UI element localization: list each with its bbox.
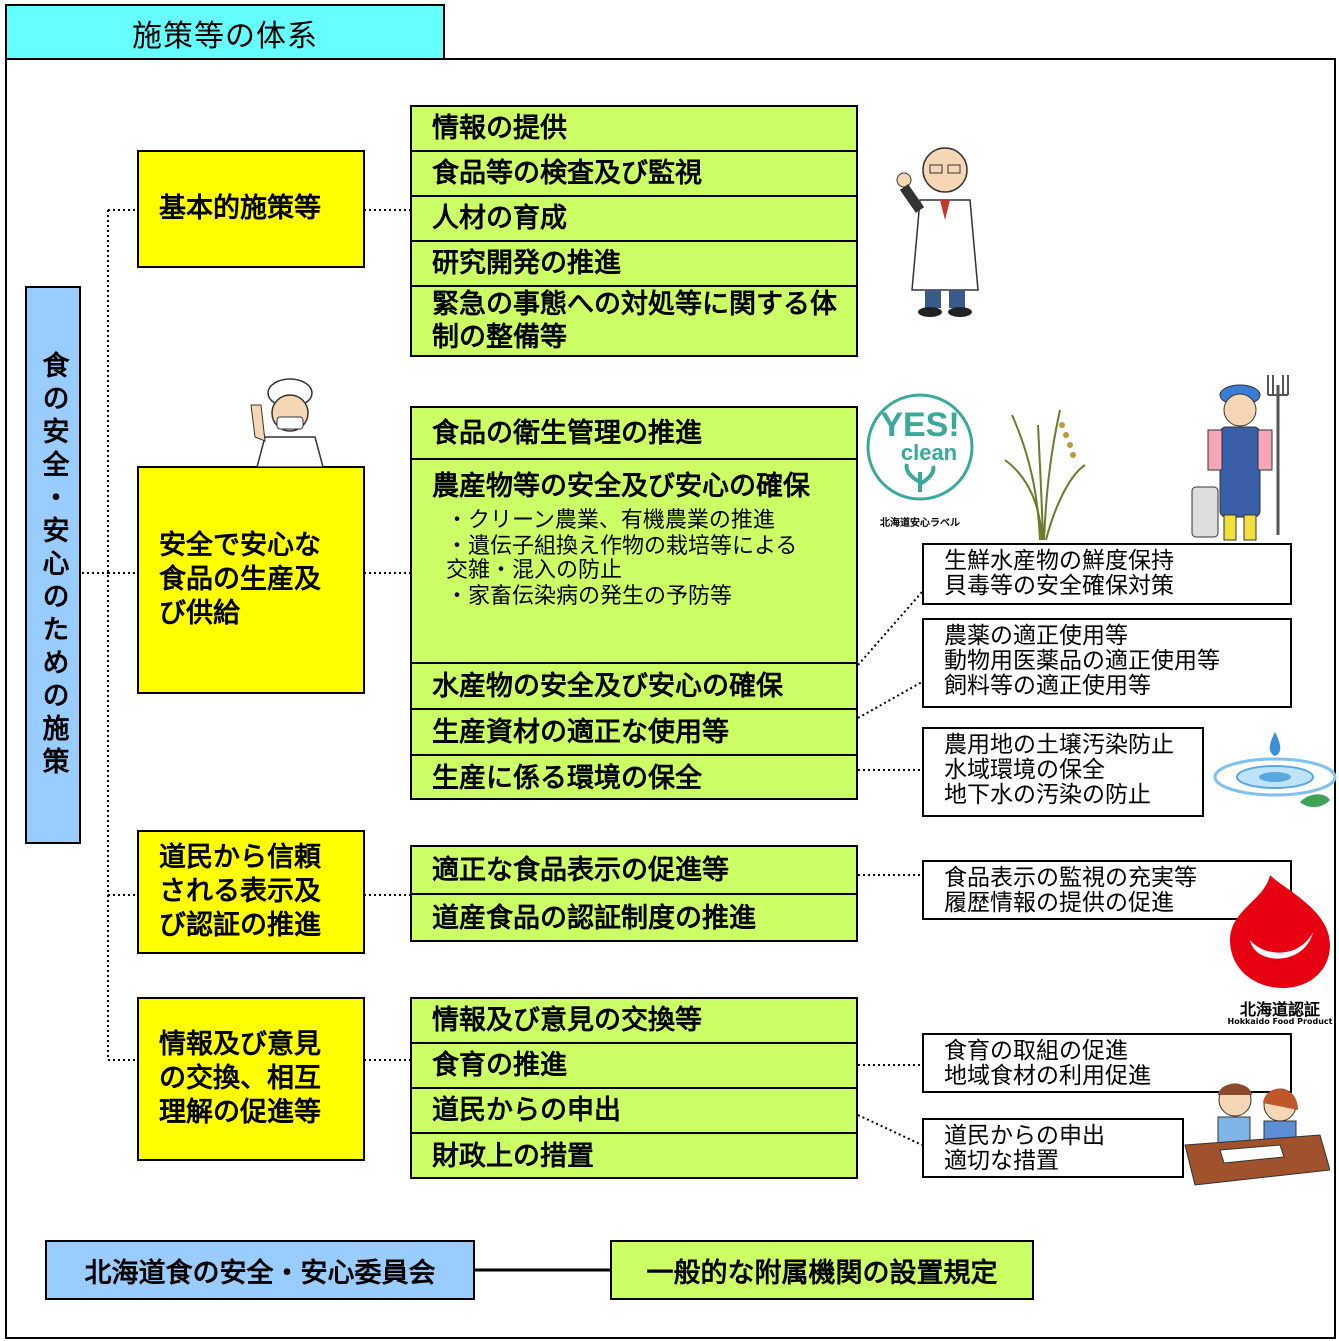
students-illustration-icon bbox=[1184, 1083, 1330, 1186]
detail-petition: 道民からの申出 適切な措置 bbox=[922, 1118, 1184, 1178]
category-label: 基本的施策等 bbox=[159, 193, 321, 224]
detail-marine: 生鮮水産物の鮮度保持 貝毒等の安全確保対策 bbox=[922, 543, 1292, 605]
item: 食育の推進 bbox=[412, 1044, 856, 1089]
detail-labeling: 食品表示の監視の充実等 履歴情報の提供の促進 bbox=[922, 860, 1292, 920]
sub-item: ・遺伝子組換え作物の栽培等による交雑・混入の防止 bbox=[446, 534, 798, 583]
item: 生産に係る環境の保全 bbox=[432, 762, 702, 794]
yes-clean-logo: YES! clean 北海道安心ラベル bbox=[865, 392, 975, 532]
detail-line: 水域環境の保全 bbox=[944, 757, 1105, 783]
detail-line: 農薬の適正使用等 bbox=[944, 623, 1128, 649]
category-label: 道民から信頼される表示及び認証の推進 bbox=[159, 842, 321, 941]
category-labeling: 道民から信頼される表示及び認証の推進 bbox=[137, 830, 365, 954]
detail-line: 飼料等の適正使用等 bbox=[944, 673, 1151, 699]
detail-materials: 農薬の適正使用等 動物用医薬品の適正使用等 飼料等の適正使用等 bbox=[922, 618, 1292, 708]
item: 水産物の安全及び安心の確保 bbox=[412, 664, 856, 710]
item: 研究開発の推進 bbox=[412, 242, 856, 287]
food-worker-illustration-icon bbox=[250, 378, 324, 467]
item: 道産食品の認証制度の推進 bbox=[432, 903, 756, 934]
detail-line: 貝毒等の安全確保対策 bbox=[944, 573, 1174, 599]
category-safe-production: 安全で安心な食品の生産及び供給 bbox=[137, 466, 365, 694]
detail-line: 道民からの申出 bbox=[944, 1123, 1105, 1149]
detail-line: 履歴情報の提供の促進 bbox=[944, 890, 1174, 916]
rice-plant-icon bbox=[1004, 409, 1086, 540]
doctor-illustration-icon bbox=[896, 147, 979, 317]
regulation-box: 一般的な附属機関の設置規定 bbox=[610, 1240, 1034, 1300]
yes-clean-icon bbox=[866, 393, 974, 501]
item: 生産資材の適正な使用等 bbox=[412, 710, 856, 756]
detail-environment: 農用地の土壌汚染防止 水域環境の保全 地下水の汚染の防止 bbox=[922, 727, 1204, 817]
committee-label: 北海道食の安全・安心委員会 bbox=[84, 1257, 436, 1289]
cert-sub: Hokkaido Food Product bbox=[1227, 1017, 1333, 1026]
detail-line: 農用地の土壌汚染防止 bbox=[944, 732, 1174, 758]
item-agri: 農産物等の安全及び安心の確保 ・クリーン農業、有機農業の推進 ・遺伝子組換え作物… bbox=[412, 460, 856, 664]
item: 食品の衛生管理の推進 bbox=[412, 408, 856, 460]
detail-line: 食育の取組の促進 bbox=[944, 1038, 1128, 1064]
item: 適正な食品表示の促進等 bbox=[412, 847, 856, 895]
yes-clean-caption: 北海道安心ラベル bbox=[880, 518, 960, 529]
hokkaido-cert-logo: 北海道認証 Hokkaido Food Product bbox=[1225, 870, 1335, 1030]
detail-food-education: 食育の取組の促進 地域食材の利用促進 bbox=[922, 1033, 1292, 1093]
category-basic: 基本的施策等 bbox=[137, 150, 365, 268]
category-label: 情報及び意見の交換、相互理解の促進等 bbox=[159, 1029, 321, 1128]
item: 緊急の事態への対処等に関する体制の整備等 bbox=[432, 289, 837, 353]
page-title: 施策等の体系 bbox=[5, 4, 445, 60]
main-title: 食の安全・安心のための施策 bbox=[25, 286, 81, 844]
detail-line: 生鮮水産物の鮮度保持 bbox=[944, 548, 1174, 574]
committee-box: 北海道食の安全・安心委員会 bbox=[45, 1240, 475, 1300]
detail-line: 動物用医薬品の適正使用等 bbox=[944, 648, 1220, 674]
item: 人材の育成 bbox=[412, 197, 856, 242]
detail-line: 地域食材の利用促進 bbox=[944, 1063, 1151, 1089]
items-basic: 情報の提供 食品等の検査及び監視 人材の育成 研究開発の推進 緊急の事態への対処… bbox=[410, 105, 858, 357]
sub-item: ・クリーン農業、有機農業の推進 bbox=[446, 508, 775, 533]
category-label: 安全で安心な食品の生産及び供給 bbox=[159, 530, 321, 629]
item: 情報及び意見の交換等 bbox=[412, 999, 856, 1044]
sub-item: ・家畜伝染病の発生の予防等 bbox=[446, 584, 733, 609]
item: 財政上の措置 bbox=[432, 1141, 594, 1172]
hokkaido-cert-icon bbox=[1230, 875, 1330, 988]
items-safe-production: 食品の衛生管理の推進 農産物等の安全及び安心の確保 ・クリーン農業、有機農業の推… bbox=[410, 406, 858, 800]
detail-line: 地下水の汚染の防止 bbox=[944, 782, 1151, 808]
item: 道民からの申出 bbox=[412, 1089, 856, 1134]
diagram-frame bbox=[5, 58, 1336, 1339]
cert-caption: 北海道認証 bbox=[1239, 1000, 1320, 1019]
water-drop-icon bbox=[1213, 732, 1337, 808]
items-information: 情報及び意見の交換等 食育の推進 道民からの申出 財政上の措置 bbox=[410, 997, 858, 1179]
detail-line: 適切な措置 bbox=[944, 1148, 1059, 1174]
items-labeling: 適正な食品表示の促進等 道産食品の認証制度の推進 bbox=[410, 845, 858, 942]
detail-line: 食品表示の監視の充実等 bbox=[944, 865, 1197, 891]
item-label: 農産物等の安全及び安心の確保 bbox=[432, 471, 810, 502]
yes-text: YES! bbox=[880, 406, 960, 444]
clean-text: clean bbox=[900, 440, 958, 465]
regulation-label: 一般的な附属機関の設置規定 bbox=[646, 1257, 998, 1289]
farmer-illustration-icon bbox=[1191, 375, 1289, 541]
item: 情報の提供 bbox=[412, 107, 856, 152]
item: 食品等の検査及び監視 bbox=[412, 152, 856, 197]
category-information: 情報及び意見の交換、相互理解の促進等 bbox=[137, 997, 365, 1161]
